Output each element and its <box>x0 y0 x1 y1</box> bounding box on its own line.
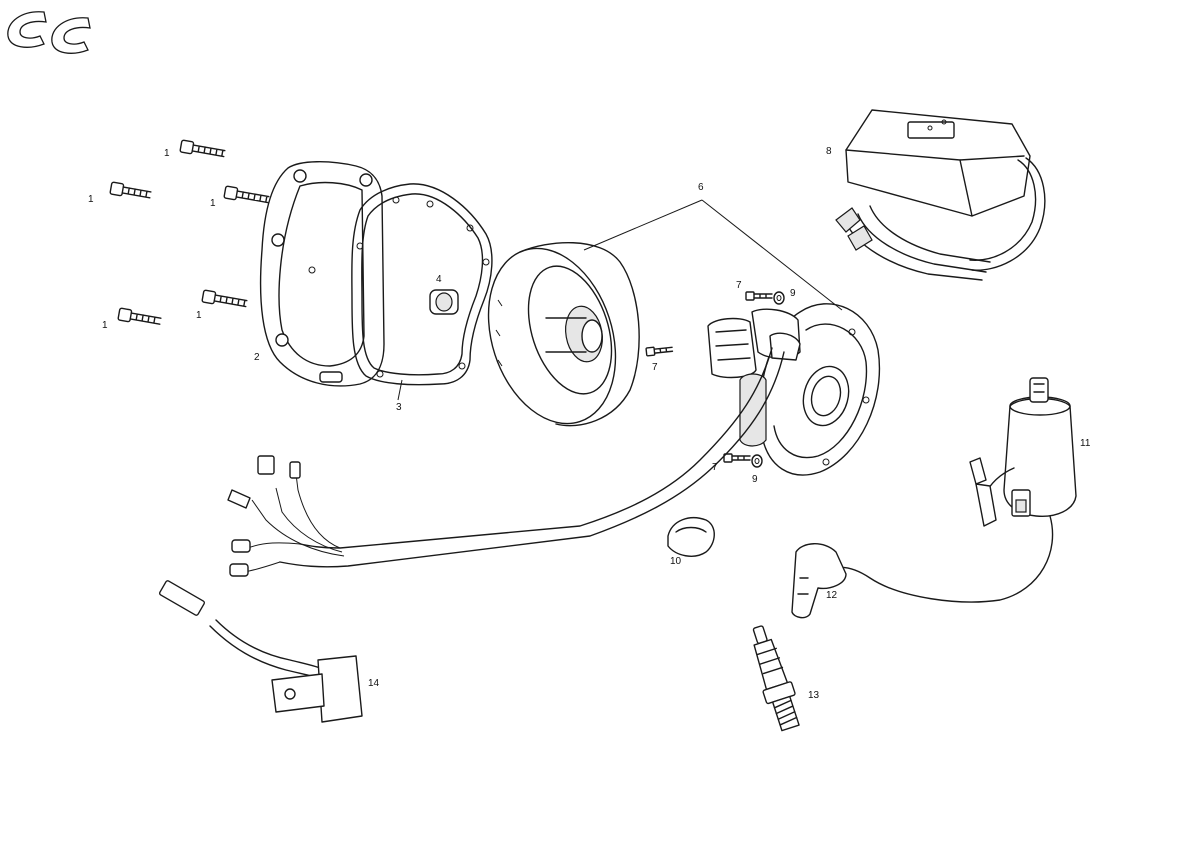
gasket-part-3 <box>351 183 493 386</box>
leader-lines <box>397 199 843 401</box>
callout-1: 1 <box>102 320 108 331</box>
callout-4: 4 <box>436 274 442 285</box>
bolt-part-1 <box>109 139 270 325</box>
callout-7: 7 <box>736 280 742 291</box>
spark-plug-part-13 <box>752 625 800 732</box>
callout-6: 6 <box>698 182 704 193</box>
callout-1: 1 <box>88 194 94 205</box>
flywheel-rotor-part-6 <box>487 241 640 427</box>
callout-3: 3 <box>396 402 402 413</box>
callout-2: 2 <box>254 352 260 363</box>
callout-9: 9 <box>790 288 796 299</box>
callout-labels: 1 1 1 1 1 2 3 4 6 7 7 7 8 9 9 10 11 12 1… <box>88 146 1091 701</box>
callout-7: 7 <box>652 362 658 373</box>
ignition-coil-part-11 <box>969 377 1077 527</box>
spark-plug-cap-part-12 <box>791 515 1054 619</box>
gg-logo <box>7 11 91 54</box>
callout-13: 13 <box>808 690 820 701</box>
callout-8: 8 <box>826 146 832 157</box>
callout-7: 7 <box>712 462 718 473</box>
callout-1: 1 <box>196 310 202 321</box>
callout-11: 11 <box>1080 438 1091 449</box>
callout-10: 10 <box>670 556 682 567</box>
nut-part-4 <box>429 289 459 315</box>
cdi-unit-part-8 <box>835 109 1046 281</box>
stator-wiring-harness <box>227 347 785 577</box>
callout-1: 1 <box>164 148 170 159</box>
callout-12: 12 <box>826 590 838 601</box>
stator-assembly <box>707 303 881 476</box>
washer-part-9 <box>751 291 785 468</box>
callout-14: 14 <box>368 678 380 689</box>
regulator-part-14 <box>158 580 363 723</box>
callout-9: 9 <box>752 474 758 485</box>
screw-part-7 <box>645 291 773 463</box>
flywheel-key-part-10 <box>667 517 715 557</box>
callout-1: 1 <box>210 198 216 209</box>
